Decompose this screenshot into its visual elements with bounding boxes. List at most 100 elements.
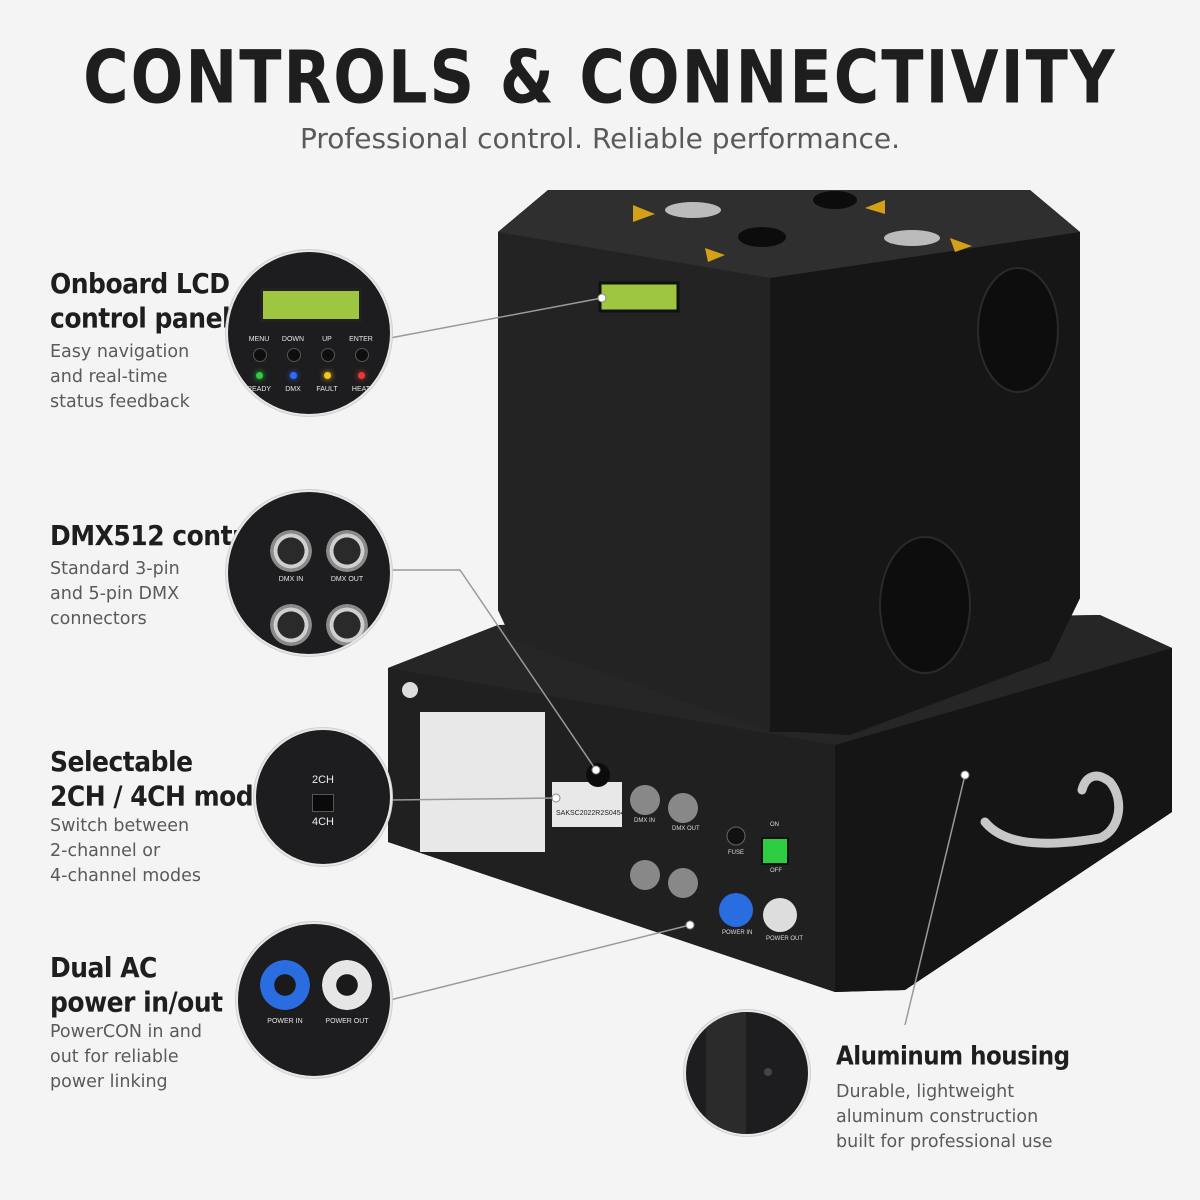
- callout-dot-housing: [960, 770, 970, 780]
- cube-front-face: [498, 232, 770, 732]
- power-switch: [761, 837, 789, 865]
- feature-lcd-desc: Easy navigation and real-time status fee…: [50, 340, 190, 415]
- switch-on-label: ON: [770, 822, 779, 828]
- fan-grille-lower: [879, 536, 971, 674]
- feature-power-title-line: power in/out: [50, 985, 223, 1019]
- feature-lcd-desc-line: status feedback: [50, 392, 190, 412]
- fuse-label: FUSE: [728, 850, 745, 856]
- callout-line-dmx: [390, 569, 597, 771]
- mode-2ch-label: 2CH: [311, 774, 334, 786]
- housing-detail-circle: [684, 1010, 810, 1136]
- lcd-screen: [260, 288, 362, 322]
- dmx-out-connector-top[interactable]: [326, 530, 368, 572]
- top-nozzle-2: [884, 230, 940, 246]
- lcd-menu-button[interactable]: [253, 348, 267, 362]
- feature-power-desc-line: power linking: [50, 1072, 168, 1092]
- serial-label: [552, 782, 622, 827]
- base-info-label: [420, 712, 545, 852]
- callout-line-power: [389, 924, 691, 1001]
- feature-mode-title-line: 2CH / 4CH modes: [50, 779, 285, 813]
- dmx-in-connector-bottom[interactable]: [270, 604, 312, 646]
- feature-housing-title: Aluminum housing: [836, 1040, 1070, 1075]
- lcd-menu-label: MENU: [248, 336, 270, 343]
- heat-led-label: HEAT: [351, 386, 371, 393]
- feature-lcd-title: Onboard LCD control panel: [50, 266, 231, 335]
- housing-edge: [706, 1012, 746, 1134]
- warning-sign-3: [950, 238, 972, 252]
- fault-led-label: FAULT: [316, 386, 338, 393]
- feature-housing-desc-line: Durable, lightweight: [836, 1082, 1015, 1102]
- dmx-in-connector-top[interactable]: [270, 530, 312, 572]
- device-power-out-label: POWER OUT: [766, 936, 803, 942]
- warning-sign-1: [633, 205, 655, 222]
- top-knob-1: [813, 191, 857, 209]
- power-out-label: POWER OUT: [325, 1018, 369, 1025]
- mode-4ch-label: 4CH: [311, 816, 334, 828]
- lcd-down-button[interactable]: [287, 348, 301, 362]
- mode-detail-circle: 2CH 4CH: [254, 728, 392, 866]
- callout-line-lcd: [389, 297, 603, 339]
- dmx-in-port-2: [630, 860, 660, 890]
- power-detail-circle: POWER IN POWER OUT: [236, 922, 392, 1078]
- device-power-in-label: POWER IN: [722, 930, 753, 936]
- top-nozzle-1: [665, 202, 721, 218]
- feature-mode-title: Selectable 2CH / 4CH modes: [50, 744, 285, 813]
- power-out-connector[interactable]: [322, 960, 372, 1010]
- feature-dmx-desc-line: Standard 3-pin: [50, 559, 180, 579]
- callout-line-mode: [389, 797, 557, 801]
- page-title: CONTROLS & CONNECTIVITY: [83, 34, 1117, 121]
- feature-mode-desc: Switch between 2-channel or 4-channel mo…: [50, 814, 201, 889]
- fault-led: [324, 372, 331, 379]
- lcd-enter-label: ENTER: [349, 336, 373, 343]
- mode-slide-switch[interactable]: [312, 794, 334, 812]
- ready-led-label: READY: [246, 386, 272, 393]
- feature-mode-desc-line: 2-channel or: [50, 841, 161, 861]
- dmx-led-label: DMX: [285, 386, 301, 393]
- feature-power-title-line: Dual AC: [50, 951, 157, 984]
- device-dmx-out-label: DMX OUT: [672, 826, 700, 832]
- lcd-down-label: DOWN: [281, 336, 305, 343]
- lcd-enter-button[interactable]: [355, 348, 369, 362]
- dmx-out-port-1: [668, 793, 698, 823]
- device-dmx-in-label: DMX IN: [634, 818, 655, 824]
- feature-lcd-title-line: control panel: [50, 301, 231, 335]
- feature-lcd-desc-line: and real-time: [50, 367, 168, 387]
- feature-mode-title-line: Selectable: [50, 745, 193, 778]
- feature-power-desc-line: PowerCON in and: [50, 1022, 202, 1042]
- feature-housing-desc: Durable, lightweight aluminum constructi…: [836, 1080, 1053, 1155]
- power-in-label: POWER IN: [267, 1018, 303, 1025]
- callout-dot-dmx: [591, 765, 601, 775]
- base-badge: [402, 682, 418, 698]
- feature-housing-desc-line: built for professional use: [836, 1132, 1053, 1152]
- power-out-port: [763, 898, 797, 932]
- feature-power-title: Dual AC power in/out: [50, 950, 223, 1019]
- feature-dmx-desc-line: and 5-pin DMX: [50, 584, 180, 604]
- feature-power-desc: PowerCON in and out for reliable power l…: [50, 1020, 202, 1095]
- lcd-detail-circle: MENU DOWN UP ENTER READY DMX FAULT HEAT: [226, 250, 392, 416]
- feature-housing-desc-line: aluminum construction: [836, 1107, 1039, 1127]
- callout-dot-mode: [551, 793, 561, 803]
- fan-grille-upper: [977, 267, 1059, 393]
- serial-number: SAKSC2022R2S0454: [556, 810, 625, 817]
- dmx-out-connector-bottom[interactable]: [326, 604, 368, 646]
- feature-dmx-desc: Standard 3-pin and 5-pin DMX connectors: [50, 557, 180, 632]
- dmx-out-label: DMX OUT: [330, 576, 364, 583]
- base-side-face: [835, 648, 1172, 992]
- feature-dmx-desc-line: connectors: [50, 609, 147, 629]
- housing-screw: [764, 1068, 772, 1076]
- callout-dot-lcd: [597, 293, 607, 303]
- power-in-connector[interactable]: [260, 960, 310, 1010]
- feature-mode-desc-line: Switch between: [50, 816, 190, 836]
- fuse-holder: [726, 826, 746, 846]
- device-lcd: [598, 281, 680, 313]
- dmx-in-label: DMX IN: [278, 576, 304, 583]
- callout-line-housing: [904, 774, 966, 1026]
- feature-mode-desc-line: 4-channel modes: [50, 866, 202, 886]
- dmx-detail-circle: DMX IN DMX OUT: [226, 490, 392, 656]
- feature-power-desc-line: out for reliable: [50, 1047, 179, 1067]
- switch-off-label: OFF: [770, 868, 782, 874]
- top-knob-2: [738, 227, 786, 247]
- lcd-up-button[interactable]: [321, 348, 335, 362]
- dmx-led: [290, 372, 297, 379]
